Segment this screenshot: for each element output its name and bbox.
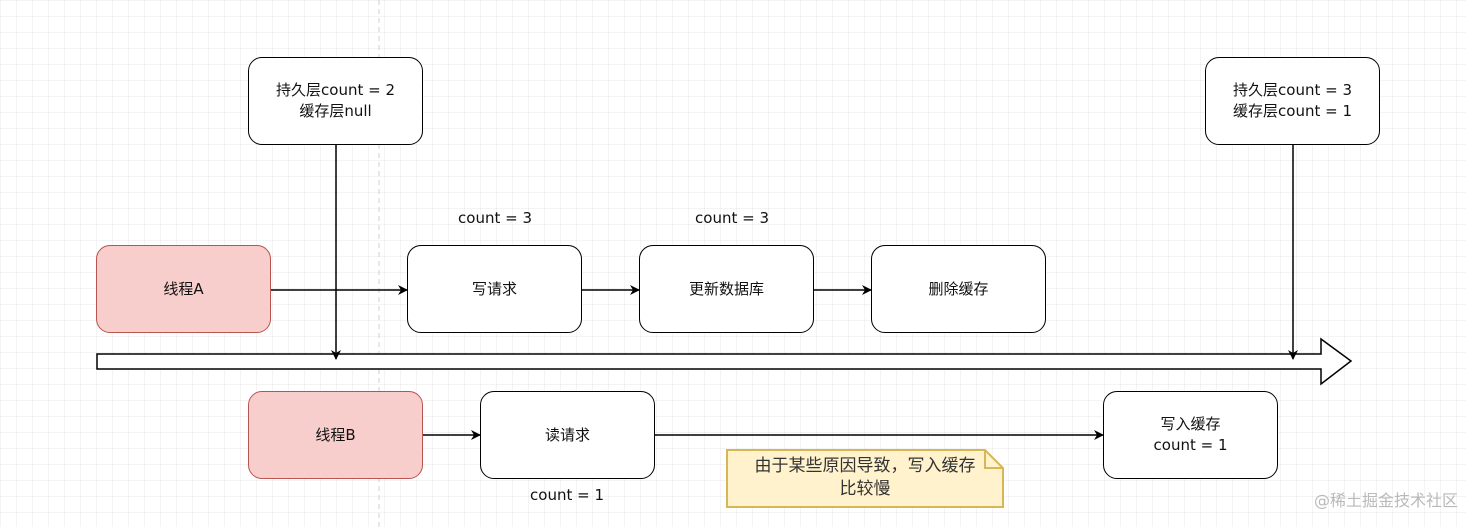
thread-b-box: 线程B [248, 391, 423, 479]
persist-left-line1: 持久层count = 2 [276, 81, 395, 99]
note-line1: 由于某些原因导致，写入缓存 [754, 456, 976, 476]
persist-left-line2: 缓存层null [299, 102, 372, 120]
update-db-label: 更新数据库 [688, 279, 764, 298]
watermark-text: @稀土掘金技术社区 [1313, 491, 1458, 510]
write-request-label: 写请求 [471, 279, 517, 298]
read-request-box: 读请求 [480, 391, 655, 479]
write-cache-box: 写入缓存 count = 1 [1103, 391, 1278, 479]
thread-a-label: 线程A [163, 279, 204, 298]
thread-a-box: 线程A [96, 245, 271, 333]
write-cache-line2: count = 1 [1153, 436, 1228, 454]
count-label-write: count = 3 [458, 209, 532, 227]
delete-cache-box: 删除缓存 [871, 245, 1046, 333]
note-shape [726, 449, 1004, 508]
count-label-read: count = 1 [530, 486, 604, 504]
timeline-arrow [96, 337, 1353, 386]
write-request-box: 写请求 [407, 245, 582, 333]
note-text: 由于某些原因导致，写入缓存 比较慢 [728, 452, 1002, 504]
count-label-update: count = 3 [695, 209, 769, 227]
persist-right-line2: 缓存层count = 1 [1233, 102, 1352, 120]
write-cache-line1: 写入缓存 [1160, 415, 1221, 433]
persist-right-line1: 持久层count = 3 [1233, 81, 1352, 99]
delete-cache-label: 删除缓存 [928, 279, 989, 298]
thread-b-label: 线程B [315, 425, 356, 444]
persist-box-top-left: 持久层count = 2 缓存层null [248, 57, 423, 145]
note-fold [984, 450, 1003, 469]
note-line2: 比较慢 [839, 479, 891, 499]
persist-box-top-right: 持久层count = 3 缓存层count = 1 [1205, 57, 1380, 145]
read-request-label: 读请求 [544, 425, 590, 444]
update-db-box: 更新数据库 [639, 245, 814, 333]
